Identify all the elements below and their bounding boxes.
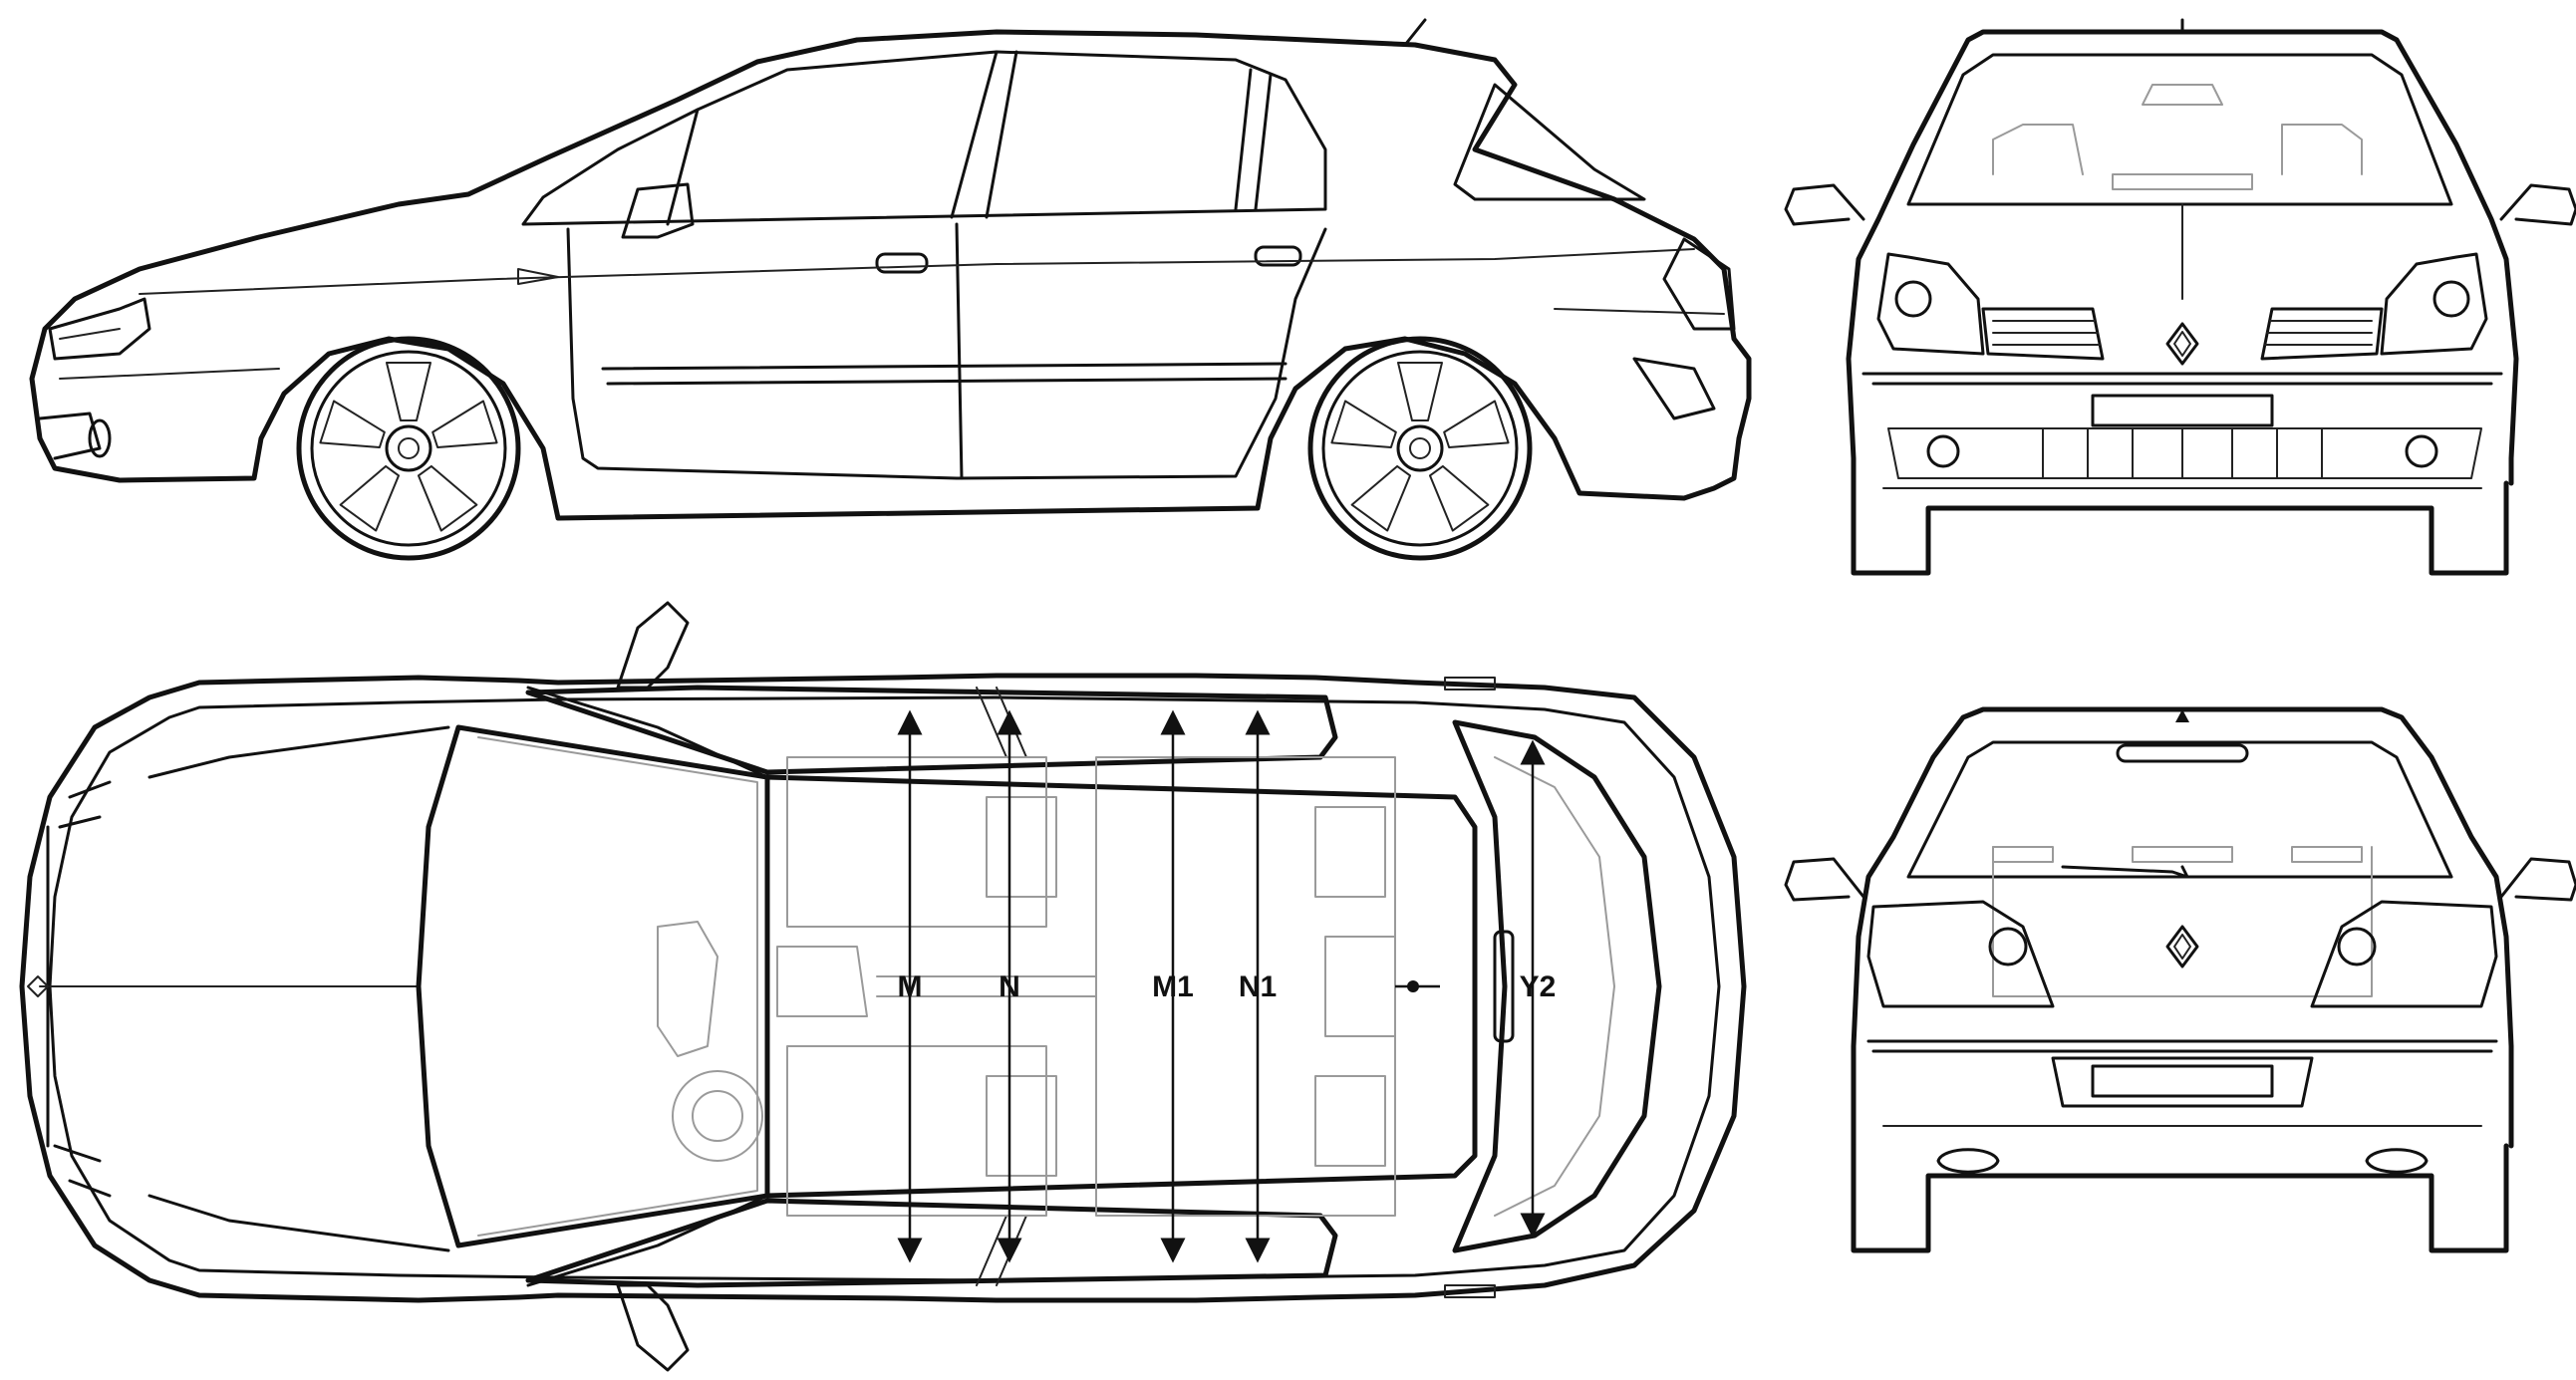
rear-view (1784, 706, 2576, 1253)
top-view: M N M1 N1 Y2 (19, 601, 1747, 1372)
dimension-label-m1: M1 (1152, 970, 1194, 1003)
dimension-label-n: N (999, 970, 1020, 1003)
dimension-label-n1: N1 (1239, 970, 1277, 1003)
front-view (1784, 18, 2576, 576)
dimension-label-y2: Y2 (1520, 970, 1557, 1003)
dimension-label-m: M (898, 970, 923, 1003)
side-view (29, 18, 1752, 558)
